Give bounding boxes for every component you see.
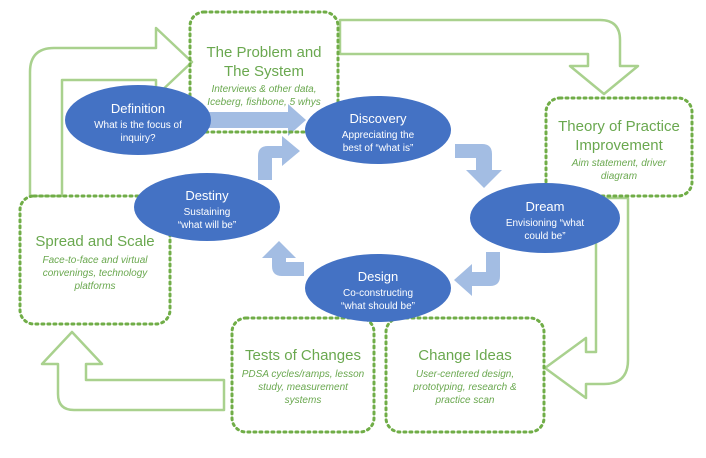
design-title: Design xyxy=(358,269,398,284)
problem-sub-line2: Iceberg, fishbone, 5 whys xyxy=(207,97,320,108)
change-sub-line1: User-centered design, xyxy=(416,369,514,380)
ellipse-design xyxy=(305,254,451,322)
ellipse-definition xyxy=(65,85,211,155)
box-theory-of-practice xyxy=(544,96,694,198)
dream-sub-line1: Envisioning “what xyxy=(506,218,585,229)
definition-sub-line2: inquiry? xyxy=(120,133,155,144)
ellipse-dream xyxy=(470,183,620,253)
ai-arrow-design-to-destiny xyxy=(262,241,304,276)
destiny-sub-line2: “what will be” xyxy=(178,220,236,231)
problem-title-line1: The Problem and xyxy=(206,44,321,61)
box-spread-and-scale xyxy=(18,194,172,326)
cycle-arrow-tests-to-spread xyxy=(40,330,226,412)
tests-title: Tests of Changes xyxy=(245,347,361,364)
spread-sub-line3: platforms xyxy=(73,281,115,292)
tests-sub-line2: study, measurement xyxy=(258,382,349,393)
ai-arrow-destiny-to-discovery xyxy=(258,136,300,180)
dream-title: Dream xyxy=(525,199,564,214)
destiny-sub-line1: Sustaining xyxy=(184,207,231,218)
box-change-ideas xyxy=(384,316,546,434)
design-sub-line2: “what should be” xyxy=(341,301,415,312)
problem-sub-line1: Interviews & other data, xyxy=(211,84,316,95)
spread-sub-line2: convenings, technology xyxy=(43,268,149,279)
discovery-sub-line2: best of “what is” xyxy=(343,143,414,154)
ai-arrow-definition-to-discovery xyxy=(208,104,306,136)
ellipse-destiny xyxy=(134,173,280,241)
discovery-sub-line1: Appreciating the xyxy=(342,130,415,141)
ellipse-discovery xyxy=(305,96,451,164)
design-sub-line1: Co-constructing xyxy=(343,288,413,299)
spread-title: Spread and Scale xyxy=(35,233,154,250)
destiny-title: Destiny xyxy=(185,188,229,203)
cycle-arrow-spread-to-problem xyxy=(28,26,194,198)
change-sub-line2: prototyping, research & xyxy=(412,382,517,393)
dream-sub-line2: could be” xyxy=(524,231,565,242)
spread-sub-line1: Face-to-face and virtual xyxy=(42,255,148,266)
theory-title-line2: Improvement xyxy=(575,137,663,154)
tests-sub-line1: PDSA cycles/ramps, lesson xyxy=(242,369,365,380)
problem-title-line2: The System xyxy=(224,63,304,80)
box-tests-of-changes xyxy=(230,316,376,434)
theory-sub-line2: diagram xyxy=(601,171,637,182)
tests-sub-line3: systems xyxy=(285,395,322,406)
ai-arrow-dream-to-design xyxy=(454,252,500,296)
discovery-title: Discovery xyxy=(349,111,407,126)
box-problem-and-system xyxy=(188,10,340,134)
ai-arrow-discovery-to-dream xyxy=(455,144,502,188)
change-title: Change Ideas xyxy=(418,347,511,364)
change-sub-line3: practice scan xyxy=(435,395,495,406)
definition-sub-line1: What is the focus of xyxy=(94,120,182,131)
definition-title: Definition xyxy=(111,101,165,116)
cycle-arrow-problem-to-theory xyxy=(338,18,640,96)
theory-sub-line1: Aim statement, driver xyxy=(571,158,667,169)
cycle-arrow-theory-to-change xyxy=(543,196,630,400)
theory-title-line1: Theory of Practice xyxy=(558,118,680,135)
